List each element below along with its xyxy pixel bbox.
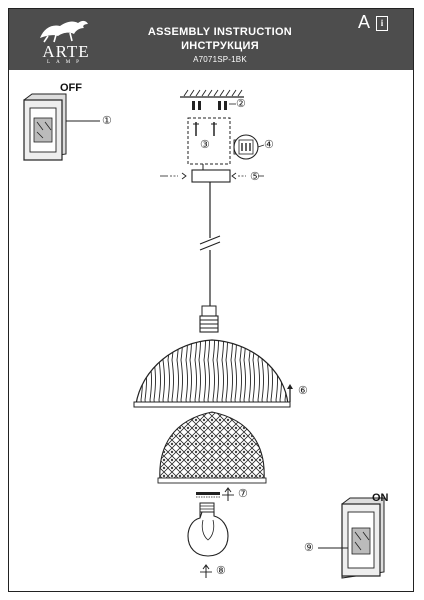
lamp-socket-icon xyxy=(199,305,219,333)
page-title: ASSEMBLY INSTRUCTION ИНСТРУКЦИЯ xyxy=(120,25,320,53)
info-icon: i xyxy=(376,16,388,31)
step-8-marker: ⑧ xyxy=(216,565,226,577)
inner-woven-shade-icon xyxy=(157,411,267,484)
wall-anchors-icon xyxy=(192,101,236,110)
brand-logo: ARTE LAMP xyxy=(26,14,106,68)
switch-box-on-icon xyxy=(318,497,385,579)
shade-ring-icon xyxy=(196,492,220,498)
brand-subtitle: LAMP xyxy=(47,60,85,65)
rotate-clockwise-icon xyxy=(222,487,234,501)
switch-box-off-icon xyxy=(23,93,100,161)
step-7-marker: ⑦ xyxy=(238,488,248,500)
title-english: ASSEMBLY INSTRUCTION xyxy=(147,26,293,38)
variant-letter: A xyxy=(358,12,371,32)
step-6-marker: ⑥ xyxy=(298,385,308,397)
arrow-up-icon xyxy=(287,384,293,402)
title-russian: ИНСТРУКЦИЯ xyxy=(181,40,259,52)
step-3-marker: ③ xyxy=(200,139,210,151)
canopy-icon xyxy=(160,169,264,183)
page-border xyxy=(8,8,414,592)
lion-emblem-icon xyxy=(40,20,88,43)
outer-dome-shade-icon xyxy=(133,339,291,408)
brand-name: ARTE xyxy=(42,42,90,61)
header-banner xyxy=(8,8,414,70)
step-2-marker: ② xyxy=(236,98,246,110)
model-number: A7071SP-1BK xyxy=(193,55,247,64)
step-9-marker: ⑨ xyxy=(304,542,314,554)
ceiling-hatch-icon xyxy=(180,89,244,98)
step-4-marker: ④ xyxy=(264,139,274,151)
step-1-marker: ① xyxy=(102,115,112,127)
step-5-marker: ⑤ xyxy=(250,171,260,183)
light-bulb-icon xyxy=(187,502,229,557)
screw-in-icon xyxy=(200,564,212,578)
switch-on-label: ON xyxy=(372,492,389,504)
suspension-cable-icon xyxy=(199,182,221,306)
switch-off-label: OFF xyxy=(60,82,82,94)
terminal-block-zoom-icon xyxy=(233,134,265,160)
